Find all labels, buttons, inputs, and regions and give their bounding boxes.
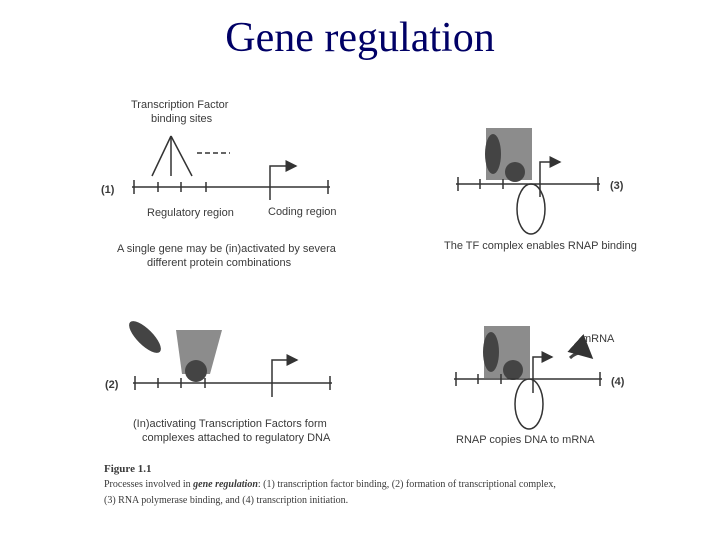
tss-arrow-1 — [269, 160, 298, 200]
panel-1: Transcription Factor binding sites (1) R… — [101, 99, 337, 269]
panel-1-caption-line1: A single gene may be (in)activated by se… — [117, 243, 337, 255]
tf-label-line1: Transcription Factor — [131, 99, 229, 111]
dna-ticks-3 — [457, 177, 599, 191]
panel-2: (2) (In)activating Transcription Factors… — [105, 321, 332, 444]
panel-4: mRNA (4) RNAP copies DNA to mRNA — [454, 326, 625, 446]
dna-ticks-1 — [133, 180, 329, 194]
panel-2-caption-line2: complexes attached to regulatory DNA — [142, 432, 331, 444]
tss-arrow-4 — [532, 351, 554, 393]
figure-caption-line2: (3) RNA polymerase binding, and (4) tran… — [104, 495, 348, 506]
figure-caption: Figure 1.1 Processes involved in gene re… — [104, 463, 556, 506]
regulatory-region-label: Regulatory region — [147, 207, 234, 219]
dna-ticks-2 — [134, 376, 331, 390]
dna-ticks-4 — [455, 372, 601, 386]
bound-factor-2 — [185, 360, 207, 382]
panel-1-number: (1) — [101, 184, 115, 196]
tf-protein-3 — [485, 134, 501, 174]
panel-3-number: (3) — [610, 180, 624, 192]
panel-3-caption: The TF complex enables RNAP binding — [444, 240, 637, 252]
free-tf-2 — [129, 321, 161, 353]
figure-caption-line1: Processes involved in gene regulation: (… — [104, 479, 556, 490]
panel-3: (3) The TF complex enables RNAP binding — [444, 128, 637, 252]
tf-protein-4 — [483, 332, 499, 372]
panel-4-number: (4) — [611, 376, 625, 388]
coding-region-label: Coding region — [268, 206, 337, 218]
slide-title: Gene regulation — [225, 15, 495, 61]
tf-arrow-right — [170, 135, 193, 177]
tss-arrow-3 — [539, 156, 562, 197]
bound-factor-3 — [505, 162, 525, 182]
panel-2-caption-line1: (In)activating Transcription Factors for… — [133, 418, 327, 430]
tss-arrow-2 — [271, 354, 299, 397]
rna-polymerase-3 — [516, 183, 546, 235]
panel-2-number: (2) — [105, 379, 119, 391]
tf-arrow-left — [151, 135, 172, 177]
panel-4-caption: RNAP copies DNA to mRNA — [456, 434, 595, 446]
figure-label: Figure 1.1 — [104, 463, 151, 475]
bound-factor-4 — [503, 360, 523, 380]
tf-label-line2: binding sites — [151, 113, 213, 125]
panel-1-caption-line2: different protein combinations — [147, 257, 292, 269]
tf-complex-2 — [176, 330, 222, 374]
rna-polymerase-4 — [514, 378, 544, 430]
mrna-strand — [567, 334, 594, 360]
mrna-label: mRNA — [582, 333, 615, 345]
